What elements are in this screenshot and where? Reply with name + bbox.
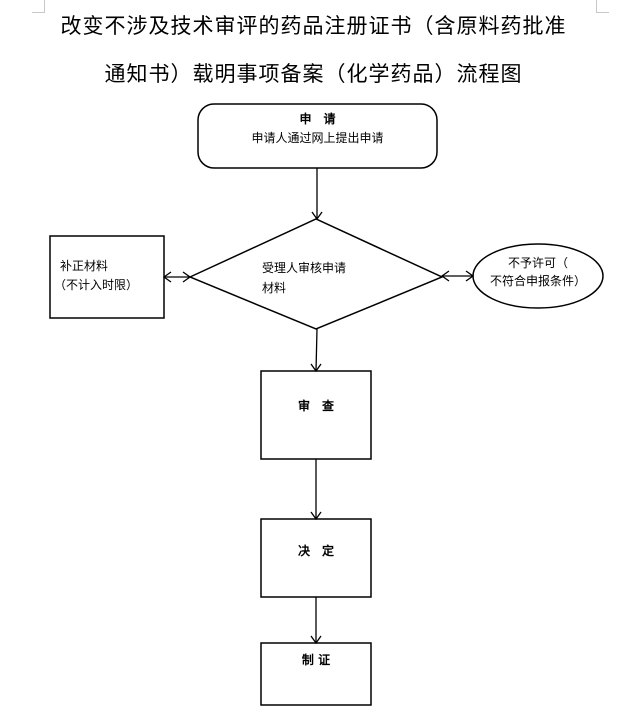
examine-label: 审 查: [297, 399, 334, 413]
connector-review-to-examine: [315, 328, 318, 372]
arrowhead-left-review: [440, 270, 450, 282]
decide-label: 决 定: [297, 544, 334, 558]
supplement-label-line-2: （不计入时限）: [54, 278, 139, 292]
review-label-line-2: 材料: [262, 281, 287, 295]
arrowhead-right-review: [182, 271, 192, 283]
arrowhead-down-decide: [310, 511, 322, 521]
certify-label: 制 证: [301, 653, 331, 667]
page-corner-mark-left: [32, 0, 45, 13]
flowchart-title-line-2: 通知书）载明事项备案（化学药品）流程图: [104, 62, 523, 86]
arrowhead-left-supplement: [162, 271, 172, 283]
examine-node-box: [260, 370, 372, 460]
reject-label-line-1: 不予许可（: [507, 256, 568, 270]
arrowhead-down-certify: [310, 635, 322, 645]
arrowhead-right-reject: [465, 270, 475, 282]
arrowhead-down-review: [311, 211, 323, 221]
review-decision-diamond: [188, 218, 444, 330]
arrowhead-down-examine: [310, 363, 322, 373]
flowchart-title-line-1: 改变不涉及技术审评的药品注册证书（含原料药批准: [60, 14, 567, 38]
page-corner-mark-right: [596, 0, 609, 13]
apply-description: 申请人通过网上提出申请: [251, 131, 384, 145]
apply-heading: 申 请: [299, 112, 336, 126]
reject-label-line-2: 不符合申报条件）: [489, 274, 586, 288]
supplement-label-line-1: 补正材料: [60, 259, 109, 273]
review-label-line-1: 受理人审核申请: [262, 261, 347, 275]
